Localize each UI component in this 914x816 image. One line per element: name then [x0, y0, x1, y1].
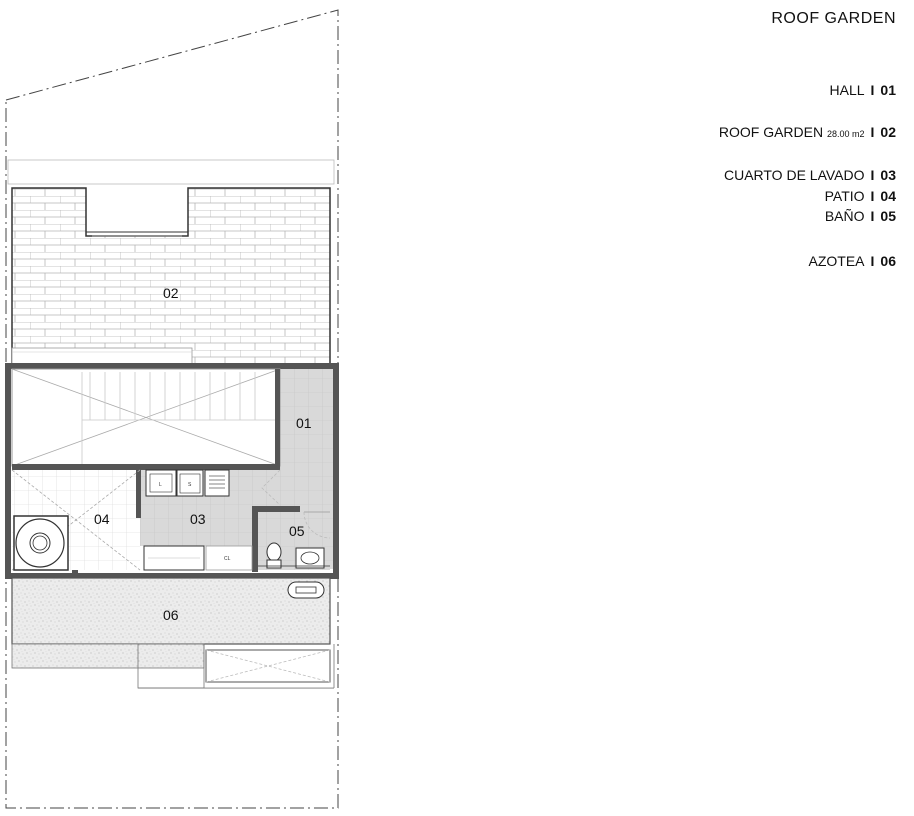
room-label-01: 01 [296, 415, 312, 431]
water-heater: CL [205, 545, 253, 571]
dryer [204, 469, 230, 497]
room-label-06: 06 [163, 607, 179, 623]
water-tank [13, 515, 69, 571]
roof-drain [287, 581, 325, 599]
toilet [266, 542, 282, 569]
room-label-05: 05 [289, 523, 305, 539]
water-heater-label: CL [224, 556, 231, 562]
sink-label: L [159, 482, 162, 488]
legend-title: ROOF GARDEN [771, 10, 896, 27]
laundry-sink: L [145, 469, 177, 497]
room-label-03: 03 [190, 511, 206, 527]
room-label-04: 04 [94, 511, 110, 527]
bathroom-sink [295, 547, 325, 569]
room-label-02: 02 [163, 285, 179, 301]
roof-garden-area-value: 28.00 m2 [827, 129, 865, 139]
roof-garden-area [11, 187, 331, 367]
skylight [205, 649, 331, 683]
stair-treads [81, 372, 275, 466]
washer: S [176, 469, 204, 497]
washer-label: S [188, 482, 192, 488]
